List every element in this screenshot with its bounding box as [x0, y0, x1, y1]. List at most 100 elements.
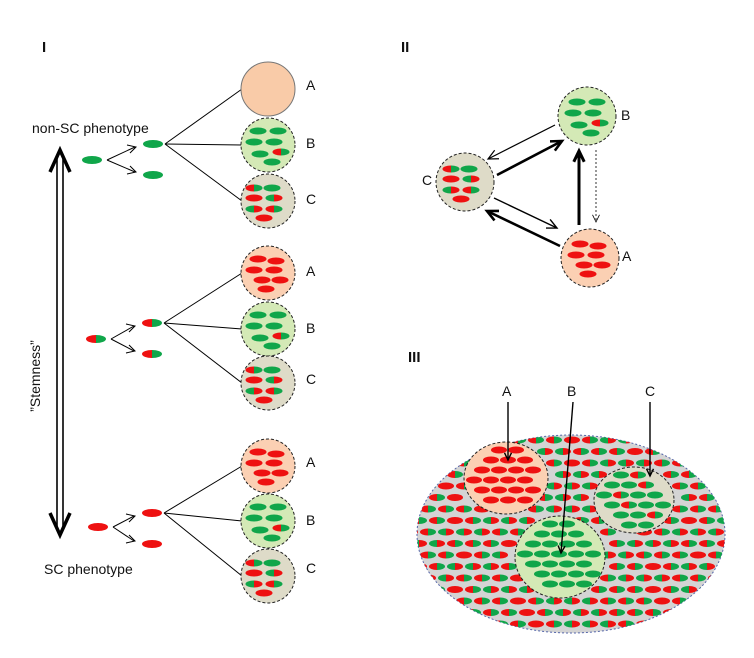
- cell-half: [402, 483, 410, 490]
- cell-marker: [474, 597, 490, 605]
- green-cell: [82, 156, 102, 164]
- green-cell: [534, 530, 550, 538]
- red-cell: [88, 523, 108, 531]
- green-cell: [576, 580, 592, 588]
- cell-half: [419, 471, 427, 478]
- cell-half: [699, 609, 707, 616]
- cell-half: [245, 205, 254, 213]
- cell-half: [725, 563, 733, 570]
- letter-B-p2: B: [621, 107, 630, 123]
- cell-half: [483, 517, 491, 524]
- cell-marker: [655, 501, 671, 509]
- red-cell: [265, 459, 283, 467]
- cell-half: [420, 459, 428, 467]
- red-cell: [645, 563, 661, 570]
- fate-line: [164, 88, 243, 145]
- green-cell: [596, 491, 612, 499]
- green-cell: [655, 501, 671, 509]
- cell-half: [608, 620, 616, 628]
- cell-marker: [681, 517, 697, 524]
- cell-half: [456, 620, 464, 628]
- cell-half: [689, 586, 697, 593]
- green-cell: [263, 366, 281, 374]
- red-cell: [483, 456, 499, 464]
- cell-marker: [564, 109, 582, 117]
- cell-marker: [708, 620, 724, 628]
- red-cell: [142, 540, 162, 548]
- cell-half: [429, 517, 437, 524]
- cell-marker: [417, 551, 418, 559]
- cell-half: [555, 609, 563, 616]
- cell-half: [717, 609, 725, 616]
- fate-line: [163, 322, 243, 330]
- cell-marker: [420, 528, 436, 536]
- cell-half: [417, 505, 418, 513]
- cell-marker: [638, 501, 654, 509]
- cell-half: [554, 620, 562, 628]
- cell-half: [465, 517, 473, 524]
- green-cell: [559, 580, 575, 588]
- green-cell: [269, 311, 287, 319]
- cell-half: [272, 148, 281, 156]
- cell-half: [599, 609, 607, 616]
- green-cell: [588, 98, 606, 106]
- cell-marker: [492, 528, 508, 536]
- cell-half: [699, 448, 707, 455]
- cell-marker: [604, 481, 620, 489]
- cell-half: [437, 517, 445, 524]
- cell-half: [690, 528, 698, 536]
- cell-marker: [534, 570, 550, 578]
- cell-half: [546, 459, 554, 467]
- cell-marker: [255, 396, 273, 404]
- cell-half: [536, 436, 544, 444]
- cell-marker: [456, 436, 472, 444]
- cell-marker: [681, 494, 697, 502]
- cell-marker: [690, 459, 706, 467]
- cell-marker: [420, 620, 436, 628]
- arrow-head: [125, 323, 136, 333]
- cell-half: [716, 505, 724, 513]
- green-cell: [638, 501, 654, 509]
- green-cell: [460, 165, 478, 173]
- cell-half: [644, 436, 652, 444]
- green-cell: [525, 540, 541, 548]
- cell-half: [698, 482, 706, 490]
- cell-half: [455, 609, 463, 616]
- cell-marker: [245, 194, 263, 202]
- cell-marker: [263, 559, 281, 567]
- cell-marker: [708, 528, 724, 536]
- cell-marker: [591, 448, 607, 455]
- cell-half: [581, 448, 589, 455]
- red-cell: [491, 446, 507, 454]
- red-cell: [420, 436, 436, 444]
- cell-half: [734, 529, 742, 536]
- cell-half: [483, 586, 491, 593]
- cell-half: [608, 574, 616, 582]
- cell-marker: [699, 448, 715, 455]
- cell-half: [501, 517, 509, 524]
- cell-marker: [245, 205, 263, 213]
- cell-half: [465, 609, 473, 616]
- stemness-double-arrow: [48, 145, 72, 540]
- cell-half: [609, 563, 617, 570]
- cell-half: [546, 482, 554, 490]
- cell-half: [690, 574, 698, 582]
- cell-half: [519, 586, 527, 593]
- cell-half: [473, 517, 481, 524]
- cell-half: [698, 436, 706, 444]
- cell-half: [428, 597, 436, 605]
- cell-half: [483, 540, 491, 547]
- green-cell: [570, 121, 588, 129]
- cell-marker: [417, 505, 418, 513]
- cell-half: [474, 574, 482, 582]
- cell-half: [563, 609, 571, 616]
- green-cell: [621, 521, 637, 529]
- cell-marker: [542, 580, 558, 588]
- cell-marker: [460, 165, 478, 173]
- cell-half: [491, 517, 499, 524]
- cell-marker: [249, 503, 267, 511]
- cell-marker: [699, 471, 715, 478]
- cell-half: [627, 586, 635, 593]
- green-cell: [143, 171, 163, 179]
- cell-marker: [672, 528, 688, 536]
